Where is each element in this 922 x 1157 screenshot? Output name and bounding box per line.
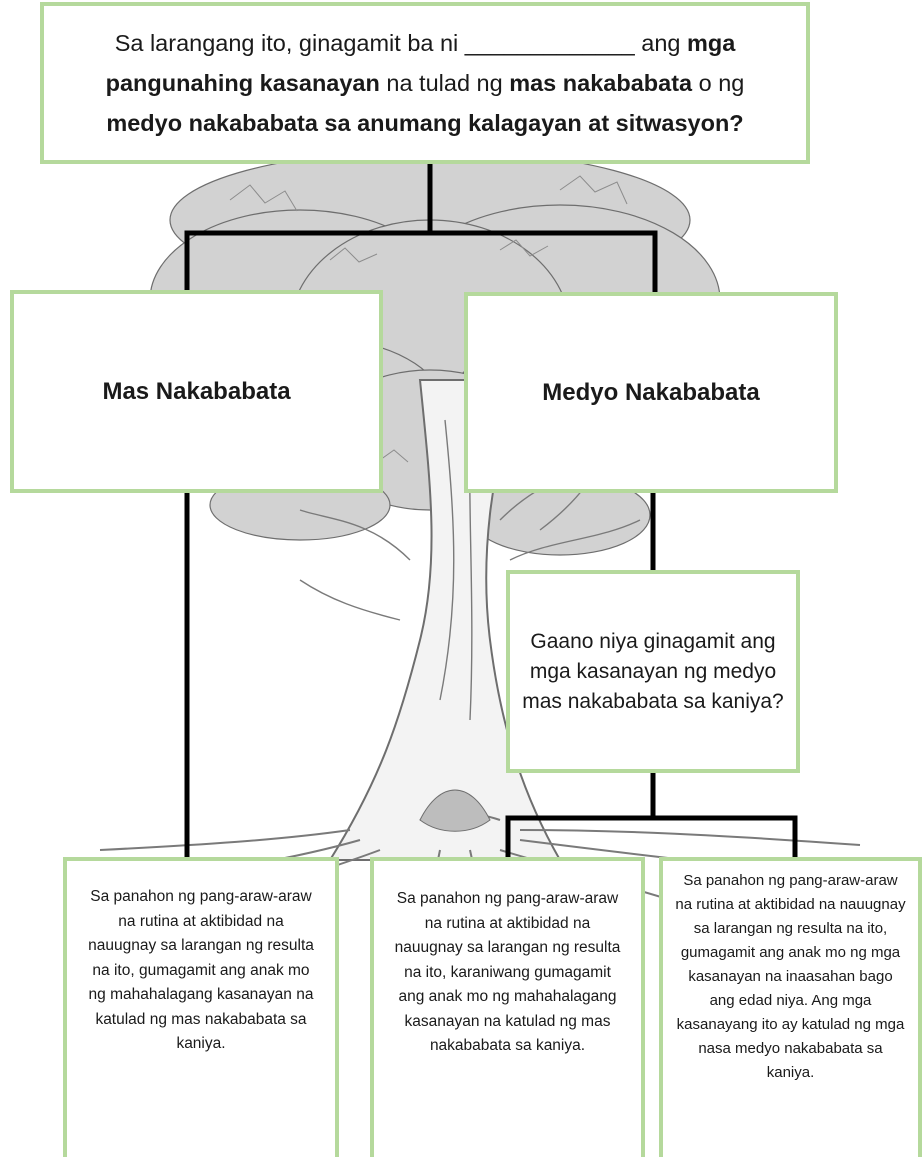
answer-text-2: Sa panahon ng pang-araw-araw na rutina a…: [394, 890, 621, 1054]
main-question-text: Sa larangang ito, ginagamit ba ni ______…: [105, 30, 745, 136]
answer-text-3: Sa panahon ng pang-araw-araw na rutina a…: [675, 872, 906, 1081]
sub-question-box: Gaano niya ginagamit ang mga kasanayan n…: [506, 570, 800, 773]
answer-text-1: Sa panahon ng pang-araw-araw na rutina a…: [88, 888, 314, 1052]
mas-nakababata-box: Mas Nakababata: [10, 290, 383, 493]
mas-nakababata-title: Mas Nakababata: [102, 377, 291, 405]
sub-question-text: Gaano niya ginagamit ang mga kasanayan n…: [522, 629, 784, 713]
answer-box-3: Sa panahon ng pang-araw-araw na rutina a…: [659, 857, 922, 1157]
connector-lines: [184, 161, 798, 860]
medyo-nakababata-box: Medyo Nakababata: [464, 292, 838, 493]
main-question-box: Sa larangang ito, ginagamit ba ni ______…: [40, 2, 810, 164]
answer-box-2: Sa panahon ng pang-araw-araw na rutina a…: [370, 857, 645, 1157]
answer-box-1: Sa panahon ng pang-araw-araw na rutina a…: [63, 857, 339, 1157]
medyo-nakababata-title: Medyo Nakababata: [542, 378, 760, 406]
